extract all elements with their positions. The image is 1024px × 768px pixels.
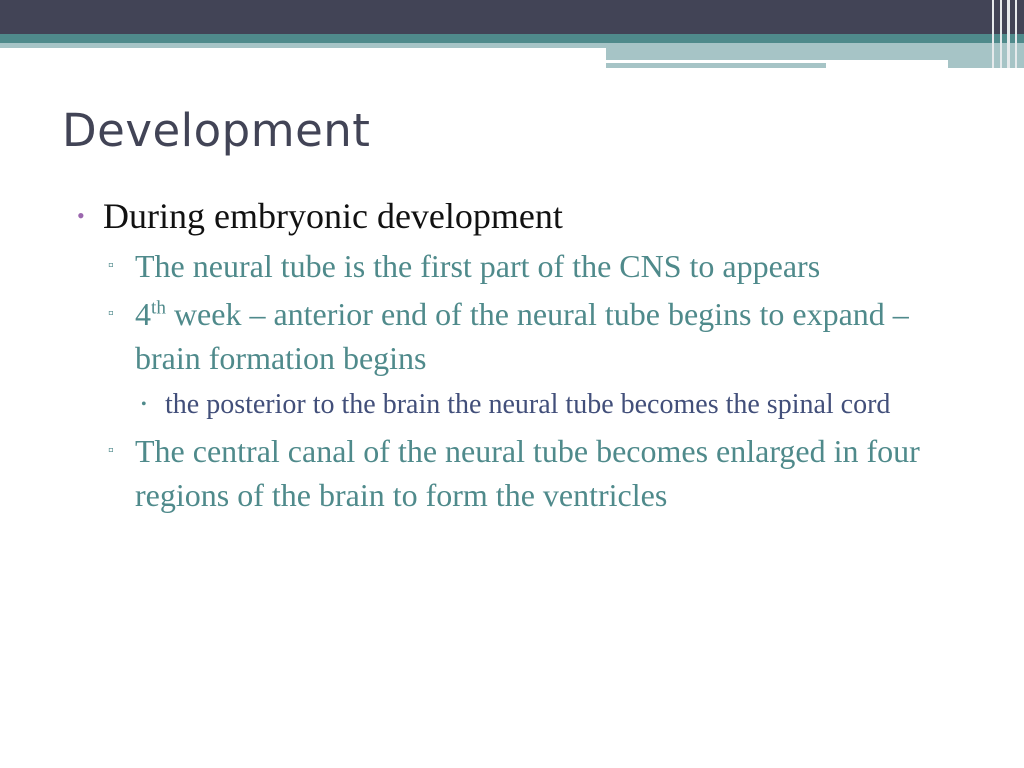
bullet-text: week – anterior end of the neural tube b… (135, 296, 909, 376)
bullet-level1: • During embryonic development (0, 194, 1024, 238)
bullet-square-icon: ▫ (108, 305, 114, 322)
header-accent-line (606, 60, 948, 63)
bullet-level2: ▫ The central canal of the neural tube b… (0, 429, 1024, 517)
header-corner-block (948, 48, 1024, 68)
bullet-text: The neural tube is the first part of the… (135, 248, 821, 284)
bullet-small-dot-icon: • (141, 396, 147, 413)
header-stripe (1000, 0, 1002, 68)
slide-title: Development (62, 104, 371, 157)
header-stripe (1015, 0, 1017, 68)
bullet-text: During embryonic development (103, 196, 563, 236)
bullet-text: The central canal of the neural tube bec… (135, 433, 920, 513)
header-band-teal-light (0, 43, 1024, 48)
bullet-square-icon: ▫ (108, 257, 114, 274)
header-accent-line-lower (606, 63, 826, 68)
slide-body: • During embryonic development ▫ The neu… (0, 194, 1024, 521)
bullet-number: 4 (135, 296, 151, 332)
bullet-level3: • the posterior to the brain the neural … (0, 384, 1024, 425)
bullet-level2: ▫ 4th week – anterior end of the neural … (0, 292, 1024, 380)
header-stripe (992, 0, 994, 68)
header-accent-block (606, 48, 1024, 60)
bullet-superscript: th (151, 297, 166, 319)
header-stripe (1007, 0, 1010, 68)
bullet-dot-icon: • (77, 203, 85, 228)
header-band-dark (0, 0, 1024, 34)
header-band-teal (0, 34, 1024, 43)
bullet-level2: ▫ The neural tube is the first part of t… (0, 244, 1024, 288)
bullet-text: the posterior to the brain the neural tu… (165, 389, 891, 420)
bullet-square-icon: ▫ (108, 442, 114, 459)
